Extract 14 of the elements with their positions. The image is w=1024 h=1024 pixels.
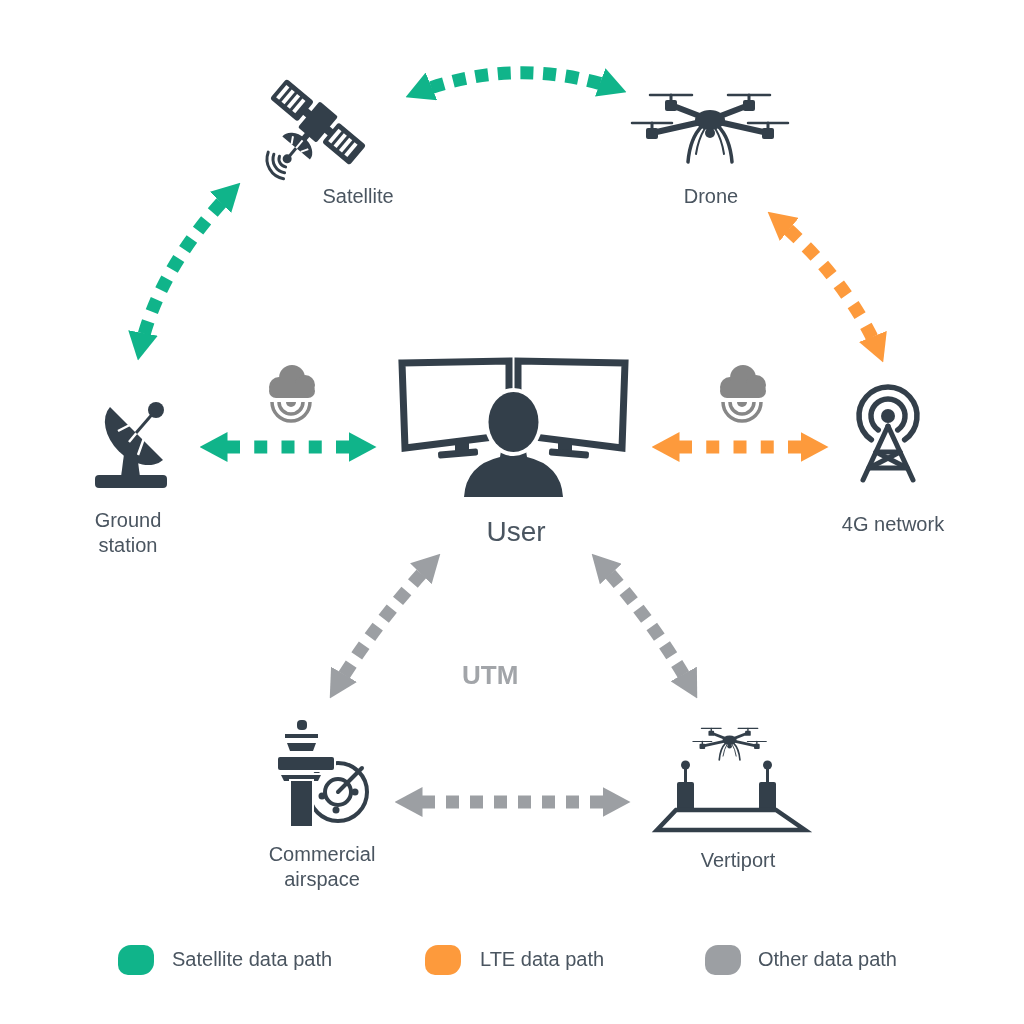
node-label: Ground station [93, 508, 163, 558]
legend-label: LTE data path [480, 947, 605, 971]
node-label: User [485, 515, 547, 549]
group-label: UTM [462, 660, 519, 691]
node-label: Commercial airspace [267, 842, 377, 892]
node-label: Drone [682, 184, 740, 209]
dashed-double-arrow [199, 432, 377, 462]
node-label: Satellite [321, 184, 395, 209]
legend-label: Other data path [758, 947, 897, 971]
legend-label: Satellite data path [172, 947, 333, 971]
dashed-double-arrow [394, 787, 631, 817]
node-label: Vertiport [699, 848, 777, 873]
dashed-double-arrow [651, 432, 829, 462]
node-label: 4G network [840, 512, 946, 537]
